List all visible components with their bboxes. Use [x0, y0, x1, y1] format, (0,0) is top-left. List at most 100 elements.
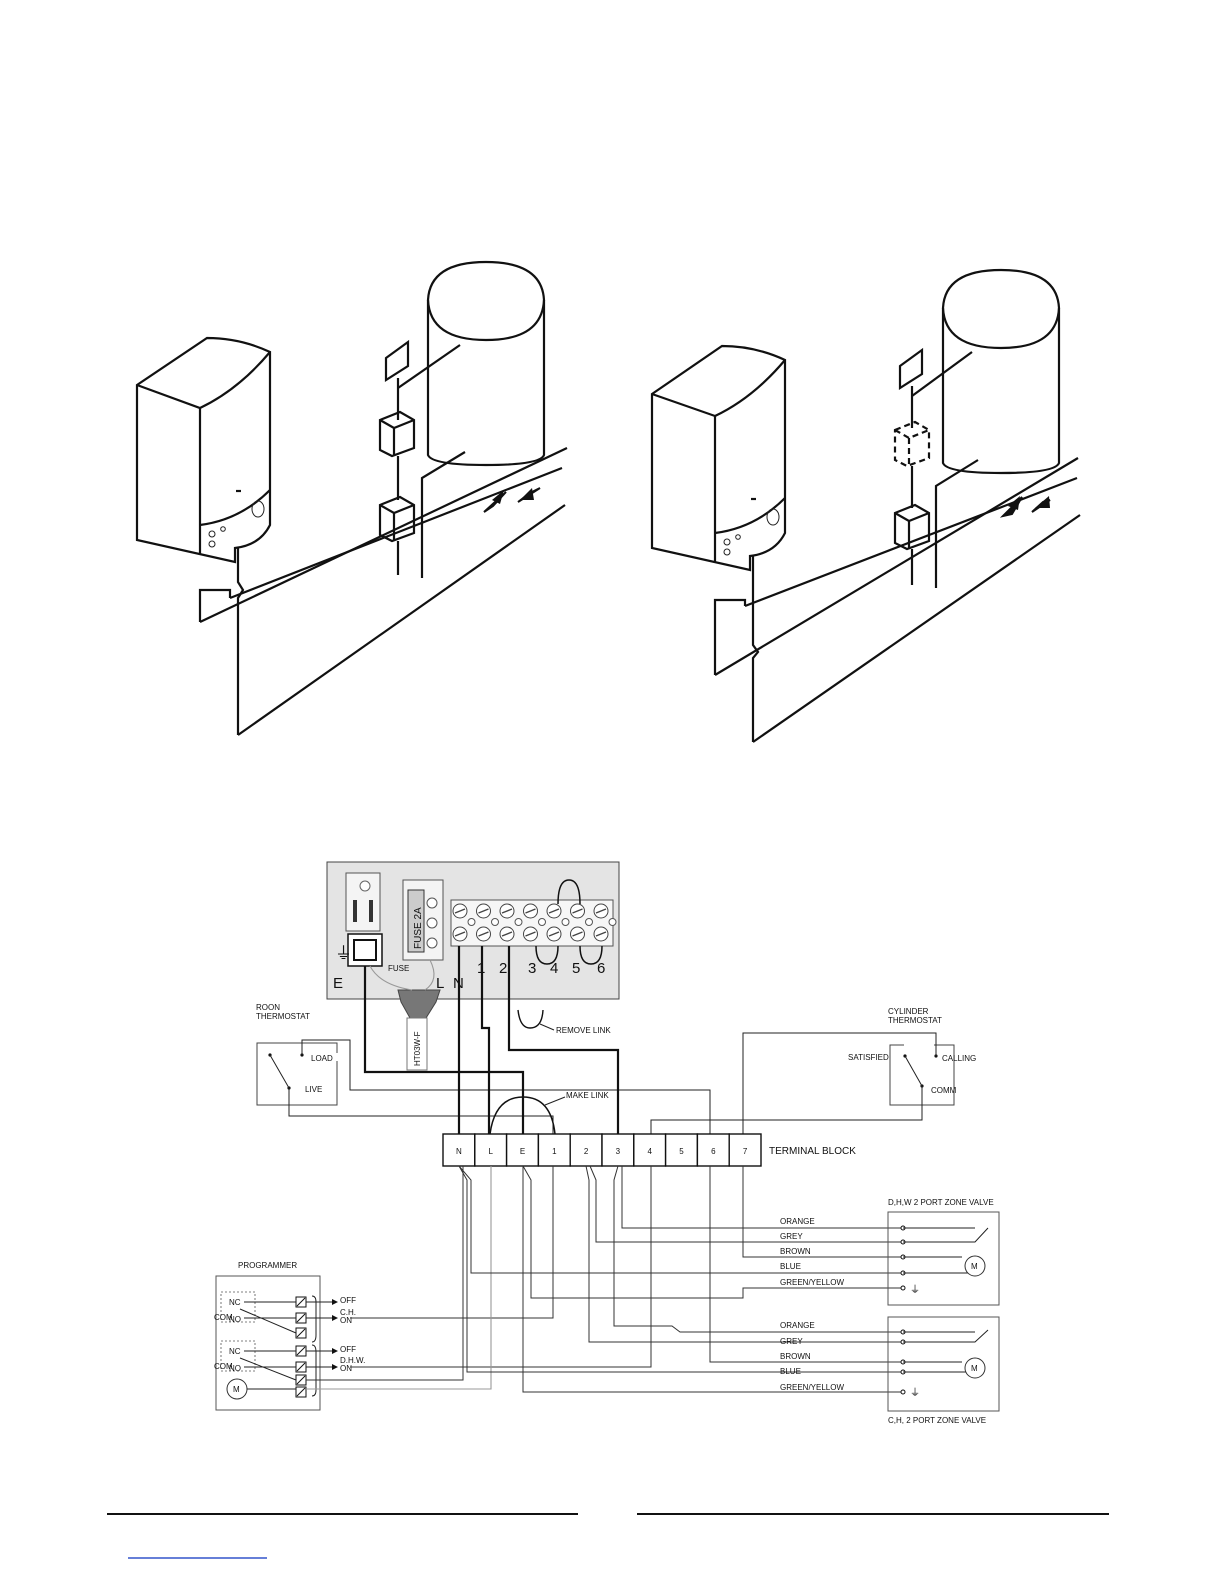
programmer-off-2: OFF [340, 1345, 356, 1354]
programmer-no-2: NO [229, 1364, 241, 1373]
programmer-ch-2: ON [340, 1316, 352, 1325]
dhw-zone-valve: D,H,W 2 PORT ZONE VALVE ORANGE GREY BROW… [780, 1198, 1000, 1306]
ch-wire-green-yellow: GREEN/YELLOW [780, 1383, 844, 1392]
cyl-thermostat-comm: COMM [931, 1086, 957, 1095]
panel-to-terminal-wires [363, 946, 620, 1134]
room-thermostat: ROON THERMOSTAT LOAD LIVE [256, 1003, 711, 1134]
zone-valve-lower-left [378, 495, 416, 543]
ch-wire-brown: BROWN [780, 1352, 811, 1361]
svg-text:M: M [971, 1262, 978, 1271]
panel-fuse-label: FUSE [388, 964, 409, 973]
terminal-label-N: N [456, 1147, 462, 1156]
panel-terminal-label-3: 3 [528, 960, 536, 977]
panel-earth-label: E [333, 975, 343, 992]
valve-terminal-dot [900, 1285, 906, 1291]
dhw-wire-brown: BROWN [780, 1247, 811, 1256]
programmer-off-1: OFF [340, 1296, 356, 1305]
cyl-thermostat-satisfied: SATISFIED [848, 1053, 889, 1062]
panel-terminal-label-5: 5 [572, 960, 580, 977]
panel-link-top [557, 879, 581, 905]
ch-earth-icon: ⏚ [910, 1387, 920, 1399]
svg-text:M: M [971, 1364, 978, 1373]
ch-valve-title: C,H, 2 PORT ZONE VALVE [888, 1416, 986, 1425]
programmer-title: PROGRAMMER [238, 1261, 297, 1270]
terminal-label-1: 1 [552, 1147, 557, 1156]
panel-link-bottom-left [535, 945, 559, 965]
terminal-block-title: TERMINAL BLOCK [769, 1146, 856, 1157]
panel-terminal-strip [450, 899, 617, 947]
terminal-cell-2 [569, 1133, 603, 1167]
programmer-dhw-2: ON [340, 1364, 352, 1373]
programmer-nc-1: NC [229, 1298, 241, 1307]
terminal-cell-6 [696, 1133, 730, 1167]
ch-wire-grey: GREY [780, 1337, 803, 1346]
connector-label: HT03W-F [413, 1031, 422, 1066]
make-link-note: MAKE LINK [489, 1091, 609, 1135]
valve-terminal-dot [900, 1389, 906, 1395]
zone-valve-dashed-right [893, 420, 931, 468]
svg-text:M: M [233, 1385, 240, 1394]
room-thermostat-title-2: THERMOSTAT [256, 1012, 310, 1021]
cyl-stat-box-left [384, 339, 410, 383]
cylinder-thermostat: CYLINDER THERMOSTAT SATISFIED CALLING CO… [650, 1007, 976, 1134]
svg-text:⏚: ⏚ [335, 944, 352, 963]
ch-valve-motor [964, 1357, 986, 1379]
programmer-dhw-1: D.H.W. [340, 1356, 365, 1365]
terminal-cell-4 [633, 1133, 667, 1167]
dhw-wire-grey: GREY [780, 1232, 803, 1241]
terminal-label-E: E [520, 1147, 525, 1156]
terminal-to-devices-wires [306, 1165, 903, 1393]
panel-terminal-label-L: L [436, 975, 444, 992]
cyl-thermostat-calling: CALLING [942, 1054, 976, 1063]
terminal-cell-7 [728, 1133, 762, 1167]
cylinder-right [941, 268, 1061, 475]
system-illustration-left [135, 260, 568, 736]
terminal-label-7: 7 [743, 1147, 748, 1156]
terminal-cell-5 [664, 1133, 699, 1167]
programmer-ch-1: C.H. [340, 1308, 356, 1317]
cyl-thermostat-title-1: CYLINDER [888, 1007, 929, 1016]
ch-wire-orange: ORANGE [780, 1321, 815, 1330]
terminal-label-2: 2 [584, 1147, 589, 1156]
panel-terminal-label-6: 6 [597, 960, 605, 977]
programmer: PROGRAMMER NC NO COM NC NO COM M OFF C.H… [214, 1261, 365, 1411]
room-thermostat-live: LIVE [305, 1085, 322, 1094]
terminal-label-L: L [488, 1147, 493, 1156]
dhw-earth-icon: ⏚ [910, 1284, 920, 1296]
programmer-com-1: COM [214, 1313, 233, 1322]
programmer-nc-2: NC [229, 1347, 241, 1356]
dhw-wire-orange: ORANGE [780, 1217, 815, 1226]
cylinder-left [426, 260, 546, 467]
boiler-right [650, 344, 787, 572]
cyl-stat-box-right [898, 347, 924, 391]
remove-link-label: REMOVE LINK [556, 1026, 611, 1035]
zone-valve-upper-left [378, 410, 416, 458]
terminal-label-4: 4 [647, 1147, 652, 1156]
fuse-rating: FUSE 2A [413, 907, 424, 949]
room-thermostat-load: LOAD [311, 1054, 333, 1063]
panel-link-bottom-right [579, 945, 603, 965]
terminal-cell-L [474, 1133, 508, 1167]
zone-valve-right [893, 503, 931, 551]
dhw-valve-title: D,H,W 2 PORT ZONE VALVE [888, 1198, 994, 1207]
terminal-cell-N [442, 1133, 476, 1167]
room-thermostat-title-1: ROON [256, 1003, 280, 1012]
cyl-thermostat-title-2: THERMOSTAT [888, 1016, 942, 1025]
boiler-left [135, 336, 272, 564]
system-illustration-right [650, 268, 1081, 743]
terminal-label-3: 3 [616, 1147, 621, 1156]
terminal-label-6: 6 [711, 1147, 716, 1156]
programmer-no-1: NO [229, 1315, 241, 1324]
mains-connector: HT03W-F [369, 959, 441, 1071]
make-link-label: MAKE LINK [566, 1091, 609, 1100]
remove-link-note: REMOVE LINK [517, 1009, 611, 1035]
dhw-wire-blue: BLUE [780, 1262, 801, 1271]
ch-zone-valve: ORANGE GREY BROWN BLUE GREEN/YELLOW M ⏚ … [780, 1316, 1000, 1425]
panel-terminal-label-2: 2 [499, 960, 507, 977]
panel-terminal-label-4: 4 [550, 960, 558, 977]
dhw-wire-green-yellow: GREEN/YELLOW [780, 1278, 844, 1287]
programmer-com-2: COM [214, 1362, 233, 1371]
ch-wire-blue: BLUE [780, 1367, 801, 1376]
